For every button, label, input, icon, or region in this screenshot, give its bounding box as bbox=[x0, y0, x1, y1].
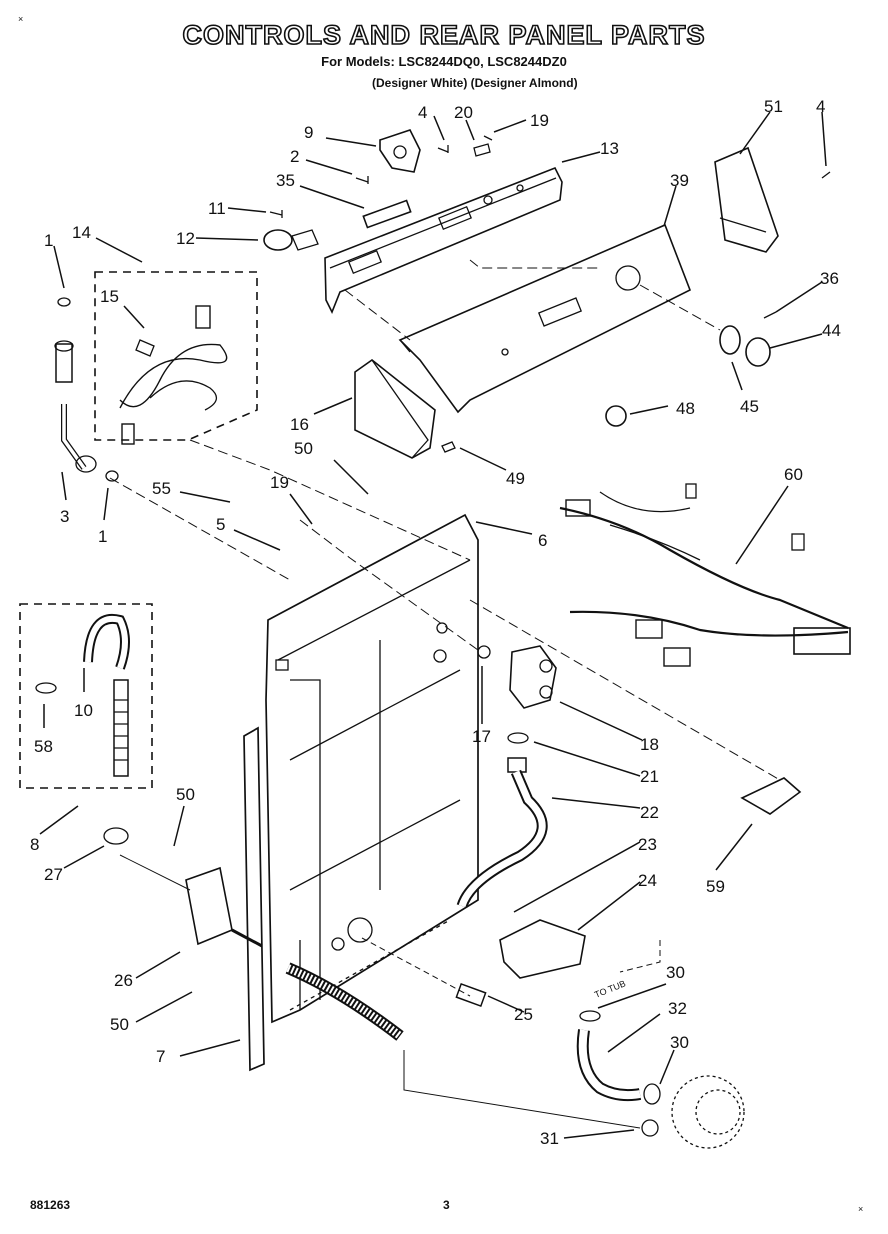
callout-label: 1 bbox=[98, 527, 107, 546]
callout-label: 58 bbox=[34, 737, 53, 756]
callout-label: 55 bbox=[152, 479, 171, 498]
callout-label: 3 bbox=[60, 507, 69, 526]
end-cap-part bbox=[354, 359, 436, 459]
callout-label: 24 bbox=[638, 871, 657, 890]
harness-dashed-box bbox=[94, 271, 258, 445]
page-title: CONTROLS AND REAR PANEL PARTS bbox=[182, 19, 706, 51]
callout-label: 45 bbox=[740, 397, 759, 416]
callout-label: 11 bbox=[208, 199, 226, 218]
fill-hose-part bbox=[456, 757, 548, 908]
callout-label: 12 bbox=[176, 229, 195, 248]
hose-kit-dashed-box bbox=[19, 603, 153, 789]
callout-label: 27 bbox=[44, 865, 63, 884]
pressure-switch-part bbox=[263, 229, 319, 251]
callout-label: 21 bbox=[640, 767, 659, 786]
part-25 bbox=[455, 983, 487, 1007]
reference-lines bbox=[109, 259, 781, 1129]
callout-label: 19 bbox=[530, 111, 549, 130]
water-valve-part bbox=[477, 645, 557, 744]
drain-hose-part bbox=[285, 962, 404, 1041]
switch-part bbox=[362, 199, 412, 229]
right-end-cap-part bbox=[714, 146, 779, 253]
callout-label: 25 bbox=[514, 1005, 533, 1024]
callout-label: 13 bbox=[600, 139, 619, 158]
corner-mark: × bbox=[858, 1204, 863, 1214]
callout-label: 7 bbox=[156, 1047, 165, 1066]
callout-label: 20 bbox=[454, 103, 473, 122]
callout-label: 4 bbox=[418, 103, 427, 122]
callout-label: 36 bbox=[820, 269, 839, 288]
callout-label: 15 bbox=[100, 287, 119, 306]
callout-label: 39 bbox=[670, 171, 689, 190]
side-bracket-part bbox=[243, 726, 265, 1072]
callout-label: 48 bbox=[676, 399, 695, 418]
callout-label: 30 bbox=[670, 1033, 689, 1052]
callout-label: 59 bbox=[706, 877, 725, 896]
callout-label: 1 bbox=[44, 231, 53, 250]
page-number: 3 bbox=[443, 1198, 450, 1212]
main-wiring-harness-part bbox=[559, 483, 851, 667]
callout-label: 4 bbox=[816, 97, 825, 116]
to-tub-annotation: TO TUB bbox=[593, 978, 627, 1000]
model-variants: (Designer White) (Designer Almond) bbox=[372, 76, 578, 90]
callout-label: 6 bbox=[538, 531, 547, 550]
callout-label: 5 bbox=[216, 515, 225, 534]
timer-part bbox=[379, 129, 421, 173]
callout-label: 23 bbox=[638, 835, 657, 854]
callout-label: 14 bbox=[72, 223, 91, 242]
models-line: For Models: LSC8244DQ0, LSC8244DZ0 bbox=[321, 54, 567, 69]
callout-arrows bbox=[39, 111, 827, 1139]
callout-label: 22 bbox=[640, 803, 659, 822]
callout-label: 50 bbox=[294, 439, 313, 458]
callout-label: 60 bbox=[784, 465, 803, 484]
clip-part-26 bbox=[185, 866, 263, 948]
rear-control-bracket-part bbox=[324, 166, 563, 314]
callout-label: 32 bbox=[668, 999, 687, 1018]
rear-panel-part bbox=[265, 513, 479, 1024]
callout-label: 9 bbox=[304, 123, 313, 142]
document-number: 881263 bbox=[30, 1198, 71, 1212]
callout-label: 35 bbox=[276, 171, 295, 190]
callout-label: 19 bbox=[270, 473, 289, 492]
callout-label: 16 bbox=[290, 415, 309, 434]
clamp-27 bbox=[103, 827, 129, 845]
callout-label: 50 bbox=[110, 1015, 129, 1034]
callout-label: 51 bbox=[764, 97, 783, 116]
callout-label: 44 bbox=[822, 321, 841, 340]
callout-label: 26 bbox=[114, 971, 133, 990]
console-part bbox=[398, 223, 692, 414]
callout-label: 17 bbox=[472, 727, 491, 746]
right-bracket-part-59 bbox=[740, 777, 802, 815]
callout-label: 10 bbox=[74, 701, 93, 720]
small-screws bbox=[269, 135, 493, 218]
knob-parts bbox=[441, 171, 831, 453]
callout-label: 50 bbox=[176, 785, 195, 804]
callout-labels: 9 4 20 19 13 2 35 51 4 39 11 12 1 14 15 … bbox=[30, 97, 841, 1148]
pump-hose-part bbox=[576, 1010, 745, 1149]
callout-label: 8 bbox=[30, 835, 39, 854]
corner-mark: × bbox=[18, 14, 23, 24]
callout-label: 30 bbox=[666, 963, 685, 982]
callout-label: 49 bbox=[506, 469, 525, 488]
callout-label: 31 bbox=[540, 1129, 559, 1148]
callout-label: 2 bbox=[290, 147, 299, 166]
tub-inlet-part bbox=[499, 919, 586, 979]
callout-label: 18 bbox=[640, 735, 659, 754]
inlet-parts-left bbox=[54, 297, 119, 482]
